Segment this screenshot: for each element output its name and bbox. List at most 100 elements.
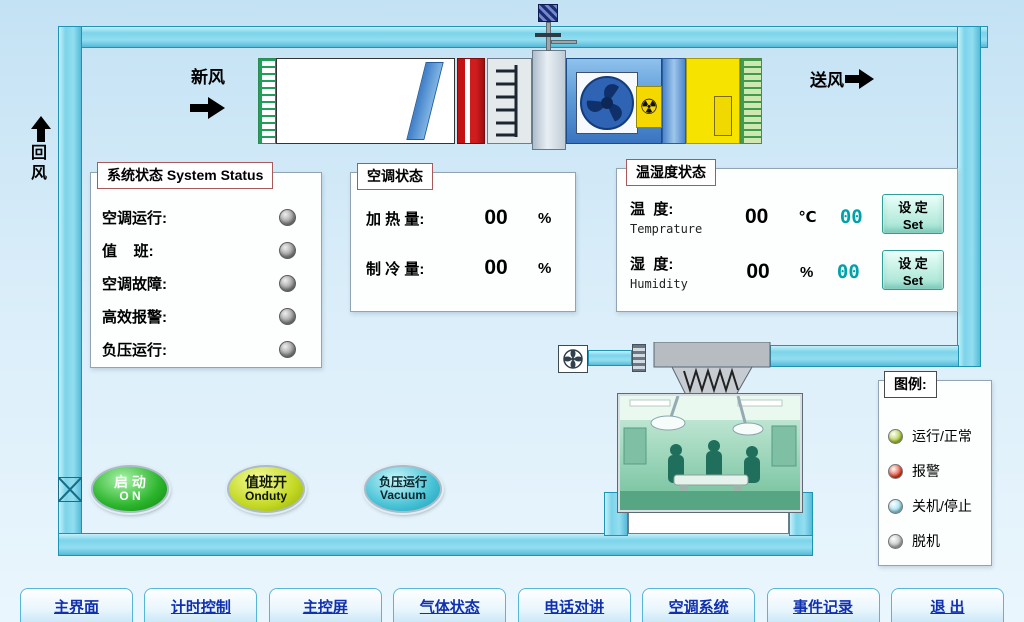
- steam-valve-handle: [535, 33, 561, 37]
- status-label: 高效报警:: [102, 308, 167, 326]
- temperature-row: 温 度: Temprature 00 ℃ 00: [630, 198, 876, 236]
- status-row-ac-fault: 空调故障:: [102, 272, 296, 294]
- exhaust-fan-icon: [563, 349, 583, 369]
- cooling-row: 制 冷 量: 00 %: [366, 256, 566, 280]
- system-status-panel: [90, 172, 322, 368]
- operating-room-photo: [617, 393, 803, 513]
- negative-pressure-led: [279, 340, 296, 358]
- stopped-led: [888, 498, 903, 514]
- temperature-setpoint: 00: [839, 206, 863, 228]
- ac-fault-led: [279, 274, 296, 292]
- temperature-set-button[interactable]: 设 定 Set: [882, 194, 944, 234]
- status-row-negative-pressure: 负压运行:: [102, 338, 296, 360]
- set-button-cn: 设 定: [898, 255, 928, 271]
- heating-value: 00: [484, 206, 508, 229]
- legend-label: 脱机: [912, 533, 940, 549]
- supply-air-label: 送风: [810, 71, 844, 90]
- electric-box-door: [714, 96, 732, 136]
- fresh-air-label: 新风: [191, 68, 225, 87]
- set-button-en: Set: [902, 216, 924, 232]
- status-row-on-duty: 值 班:: [102, 239, 296, 261]
- start-label-en: O N: [119, 489, 141, 504]
- fresh-air-arrow-icon: [190, 96, 226, 125]
- ac-running-led: [279, 208, 296, 226]
- vacuum-label-cn: 负压运行: [378, 474, 427, 489]
- legend-item-running: 运行/正常: [888, 426, 972, 446]
- humidity-setpoint: 00: [836, 261, 860, 283]
- legend-label: 运行/正常: [912, 428, 972, 444]
- humidity-label: 湿 度:: [630, 256, 674, 273]
- temperature-labels: 温 度: Temprature: [630, 198, 729, 236]
- vacuum-run-button[interactable]: 负压运行 Vacuum: [364, 465, 442, 513]
- heating-unit: %: [538, 209, 552, 227]
- right-supply-duct: [957, 26, 981, 367]
- nav-event-log[interactable]: 事件记录: [766, 588, 880, 622]
- temp-humidity-title: 温湿度状态: [626, 159, 716, 186]
- room-supply-duct: [770, 345, 959, 367]
- cooling-unit: %: [538, 259, 552, 277]
- heating-row: 加 热 量: 00 %: [366, 206, 566, 230]
- bottom-navigation: 主界面 计时控制 主控屏 气体状态 电话对讲 空调系统 事件记录 退 出: [0, 588, 1024, 622]
- legend-label: 报警: [912, 463, 940, 479]
- return-air-arrow-icon: [31, 116, 51, 147]
- legend-item-alarm: 报警: [888, 461, 940, 481]
- bottom-return-duct: [58, 533, 813, 556]
- status-row-ac-running: 空调运行:: [102, 206, 296, 228]
- nav-phone-intercom[interactable]: 电话对讲: [517, 588, 631, 622]
- humidity-set-button[interactable]: 设 定 Set: [882, 250, 944, 290]
- duty-label-en: Onduty: [245, 489, 287, 504]
- return-air-label: 回风: [28, 144, 45, 184]
- heat-exchanger-icon: [648, 341, 776, 403]
- status-row-hepa-alarm: 高效报警:: [102, 305, 296, 327]
- cooling-value: 00: [484, 256, 508, 279]
- on-duty-led: [279, 241, 296, 259]
- duty-label-cn: 值班开: [245, 473, 287, 490]
- nav-gas-status[interactable]: 气体状态: [393, 588, 507, 622]
- duty-on-button[interactable]: 值班开 Onduty: [227, 465, 305, 513]
- start-label-cn: 启 动: [114, 473, 146, 490]
- legend-item-offline: 脱机: [888, 531, 940, 551]
- ahu-cooling-coil-section: [662, 58, 686, 144]
- system-status-title: 系统状态 System Status: [97, 162, 274, 189]
- humidity-labels: 湿 度: Humidity: [630, 253, 730, 291]
- status-label: 值 班:: [102, 242, 154, 260]
- left-return-duct: [58, 26, 82, 556]
- vacuum-label-en: Vacuum: [379, 488, 427, 502]
- humidity-row: 湿 度: Humidity 00 % 00: [630, 253, 876, 291]
- ahu-fan-icon: [578, 74, 636, 137]
- humidity-sublabel: Humidity: [630, 277, 688, 291]
- exhaust-fan-unit: [558, 345, 588, 373]
- exhaust-stub-duct: [588, 350, 632, 366]
- damper-strip-icon: [632, 344, 646, 372]
- heating-label: 加 热 量:: [366, 210, 425, 228]
- nav-main-control[interactable]: 主控屏: [268, 588, 382, 622]
- radiation-glyph: ☢: [639, 95, 659, 119]
- nav-ac-system[interactable]: 空调系统: [642, 588, 756, 622]
- radiation-symbol-icon: ☢: [636, 86, 662, 128]
- legend-label: 关机/停止: [912, 498, 972, 514]
- status-label: 负压运行:: [102, 341, 167, 359]
- temperature-unit: ℃: [798, 209, 817, 226]
- steam-pipe-horizontal: [551, 40, 577, 44]
- ac-status-panel: [350, 172, 576, 312]
- duct-grille-icon: [58, 477, 82, 502]
- humidity-value: 00: [746, 260, 770, 283]
- ahu-humidifier-section: [487, 58, 532, 144]
- start-on-button[interactable]: 启 动 O N: [91, 465, 169, 513]
- status-label: 空调故障:: [102, 275, 167, 293]
- top-duct: [58, 26, 988, 48]
- nav-timing-control[interactable]: 计时控制: [144, 588, 258, 622]
- set-button-cn: 设 定: [898, 199, 928, 215]
- humidity-unit: %: [800, 263, 814, 281]
- nav-main-screen[interactable]: 主界面: [20, 588, 133, 622]
- set-button-en: Set: [902, 272, 924, 288]
- cooling-label: 制 冷 量:: [366, 260, 425, 278]
- status-label: 空调运行:: [102, 209, 167, 227]
- supply-air-arrow-icon: [845, 68, 875, 95]
- legend-title: 图例:: [884, 371, 937, 398]
- hepa-alarm-led: [279, 307, 296, 325]
- alarm-led: [888, 463, 903, 479]
- nav-exit[interactable]: 退 出: [890, 588, 1004, 622]
- temperature-label: 温 度:: [630, 201, 674, 218]
